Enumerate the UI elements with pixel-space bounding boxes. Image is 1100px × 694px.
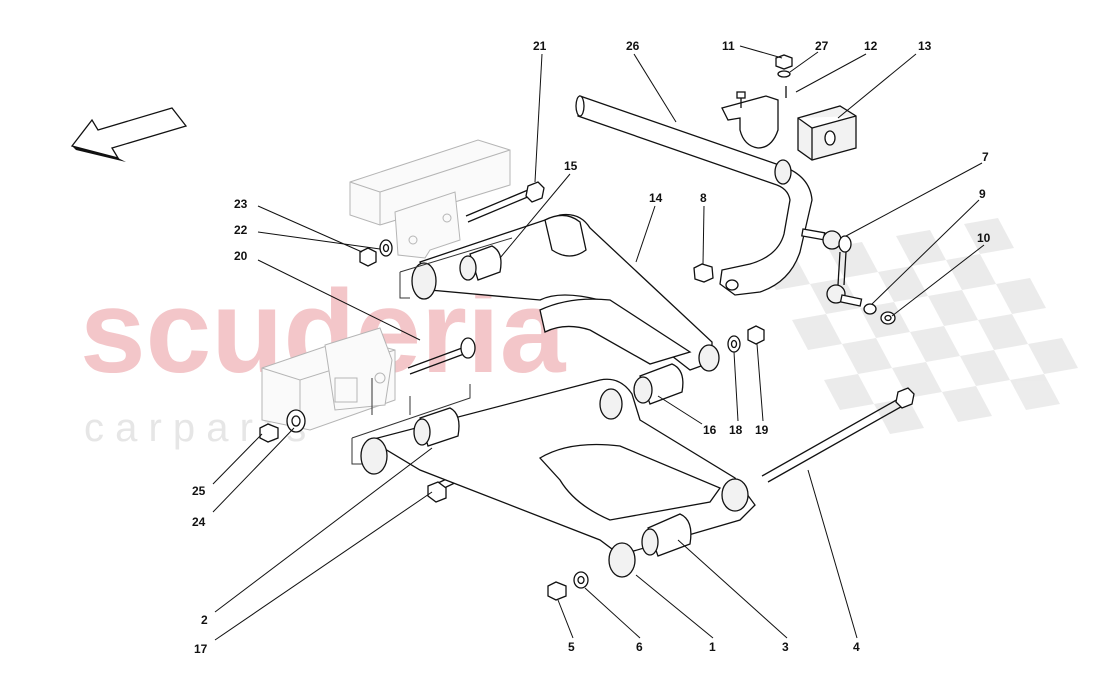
- callout-14: 14: [649, 191, 663, 205]
- callout-4: 4: [853, 640, 860, 654]
- callout-10: 10: [977, 231, 991, 245]
- nut-19: [747, 325, 765, 345]
- checker-square: [996, 278, 1046, 314]
- callout-6: 6: [636, 640, 643, 654]
- callout-9: 9: [979, 187, 986, 201]
- stabilizer-bracket: [721, 86, 787, 149]
- washer-22: [379, 239, 393, 257]
- callout-labels: 1 2 3 4 5 6 7 8 9 10 11 12 13 14 15 16 1…: [192, 39, 991, 656]
- checker-square: [828, 242, 878, 278]
- direction-arrow-icon: [70, 107, 188, 162]
- stabilizer-bar: [575, 95, 813, 296]
- nut-23: [359, 247, 377, 267]
- callout-12: 12: [864, 39, 878, 53]
- lower-wishbone: [360, 378, 756, 578]
- callout-16: 16: [703, 423, 717, 437]
- callout-22: 22: [234, 223, 248, 237]
- bolt-21: [465, 181, 545, 223]
- callout-19: 19: [755, 423, 769, 437]
- nut-8: [693, 263, 714, 283]
- stabilizer-link: [801, 228, 896, 325]
- washer-24: [286, 409, 306, 433]
- checker-square: [928, 290, 978, 326]
- chassis-frame-lower: [261, 327, 396, 431]
- checker-square: [1028, 338, 1078, 374]
- callout-26: 26: [626, 39, 640, 53]
- long-bolt-4: [761, 387, 915, 483]
- checker-square: [942, 386, 992, 422]
- checker-square: [978, 314, 1028, 350]
- callout-17: 17: [194, 642, 208, 656]
- washer-18: [727, 335, 741, 353]
- callout-15: 15: [564, 159, 578, 173]
- callout-1: 1: [709, 640, 716, 654]
- leader-lines: [212, 45, 985, 641]
- callout-21: 21: [533, 39, 547, 53]
- checkered-flag-icon: [760, 218, 1078, 434]
- checker-square: [964, 218, 1014, 254]
- callout-3: 3: [782, 640, 789, 654]
- callout-25: 25: [192, 484, 206, 498]
- callout-5: 5: [568, 640, 575, 654]
- mounting-guides: [351, 237, 513, 465]
- checker-square: [792, 314, 842, 350]
- callout-2: 2: [201, 613, 208, 627]
- callout-13: 13: [918, 39, 932, 53]
- callout-20: 20: [234, 249, 248, 263]
- checker-square: [896, 230, 946, 266]
- callout-27: 27: [815, 39, 829, 53]
- callout-7: 7: [982, 150, 989, 164]
- bush-3: [641, 513, 692, 557]
- checker-square: [1010, 374, 1060, 410]
- bush-lower-front: [413, 407, 460, 447]
- checker-square: [878, 266, 928, 302]
- callout-8: 8: [700, 191, 707, 205]
- bush-16: [633, 363, 684, 405]
- bolt-20: [407, 337, 476, 375]
- stabilizer-bush: [797, 105, 857, 161]
- checker-square: [946, 254, 996, 290]
- nut-25: [259, 423, 279, 443]
- callout-23: 23: [234, 197, 248, 211]
- callout-11: 11: [722, 39, 735, 53]
- checker-square: [842, 338, 892, 374]
- chassis-frame-upper: [349, 139, 511, 259]
- checker-square: [874, 398, 924, 434]
- checker-square: [824, 374, 874, 410]
- nut-11: [775, 54, 793, 78]
- nut-5: [547, 581, 567, 601]
- checker-square: [910, 326, 960, 362]
- callout-18: 18: [729, 423, 743, 437]
- callout-24: 24: [192, 515, 206, 529]
- washer-6: [573, 571, 589, 589]
- checker-square: [960, 350, 1010, 386]
